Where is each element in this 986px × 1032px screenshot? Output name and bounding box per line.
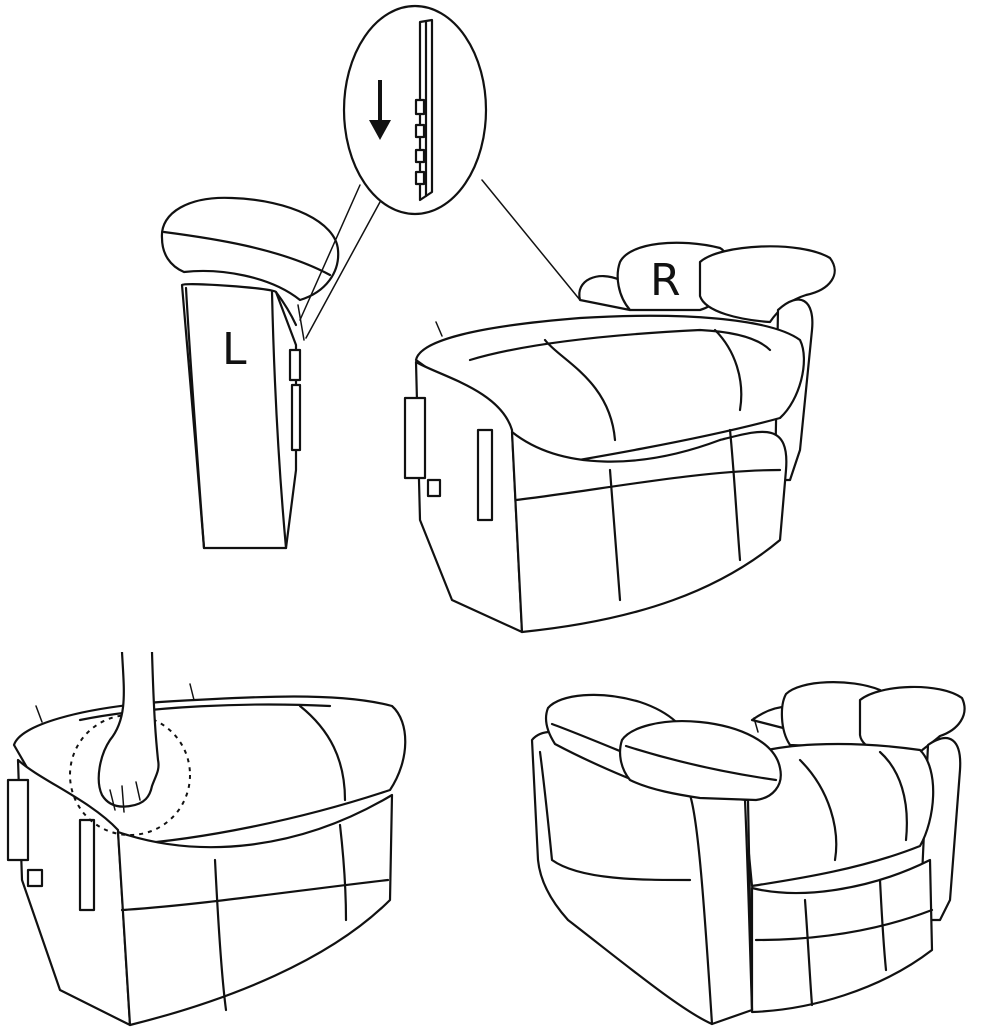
- right-side-label: R: [650, 255, 681, 306]
- left-arm: [162, 198, 338, 548]
- bracket-detail-callout: [300, 6, 580, 338]
- recliner-base: [405, 243, 835, 632]
- press-seat-illustration: [8, 652, 405, 1025]
- left-arm-label: L: [222, 324, 247, 375]
- assembled-recliner: [532, 682, 965, 1024]
